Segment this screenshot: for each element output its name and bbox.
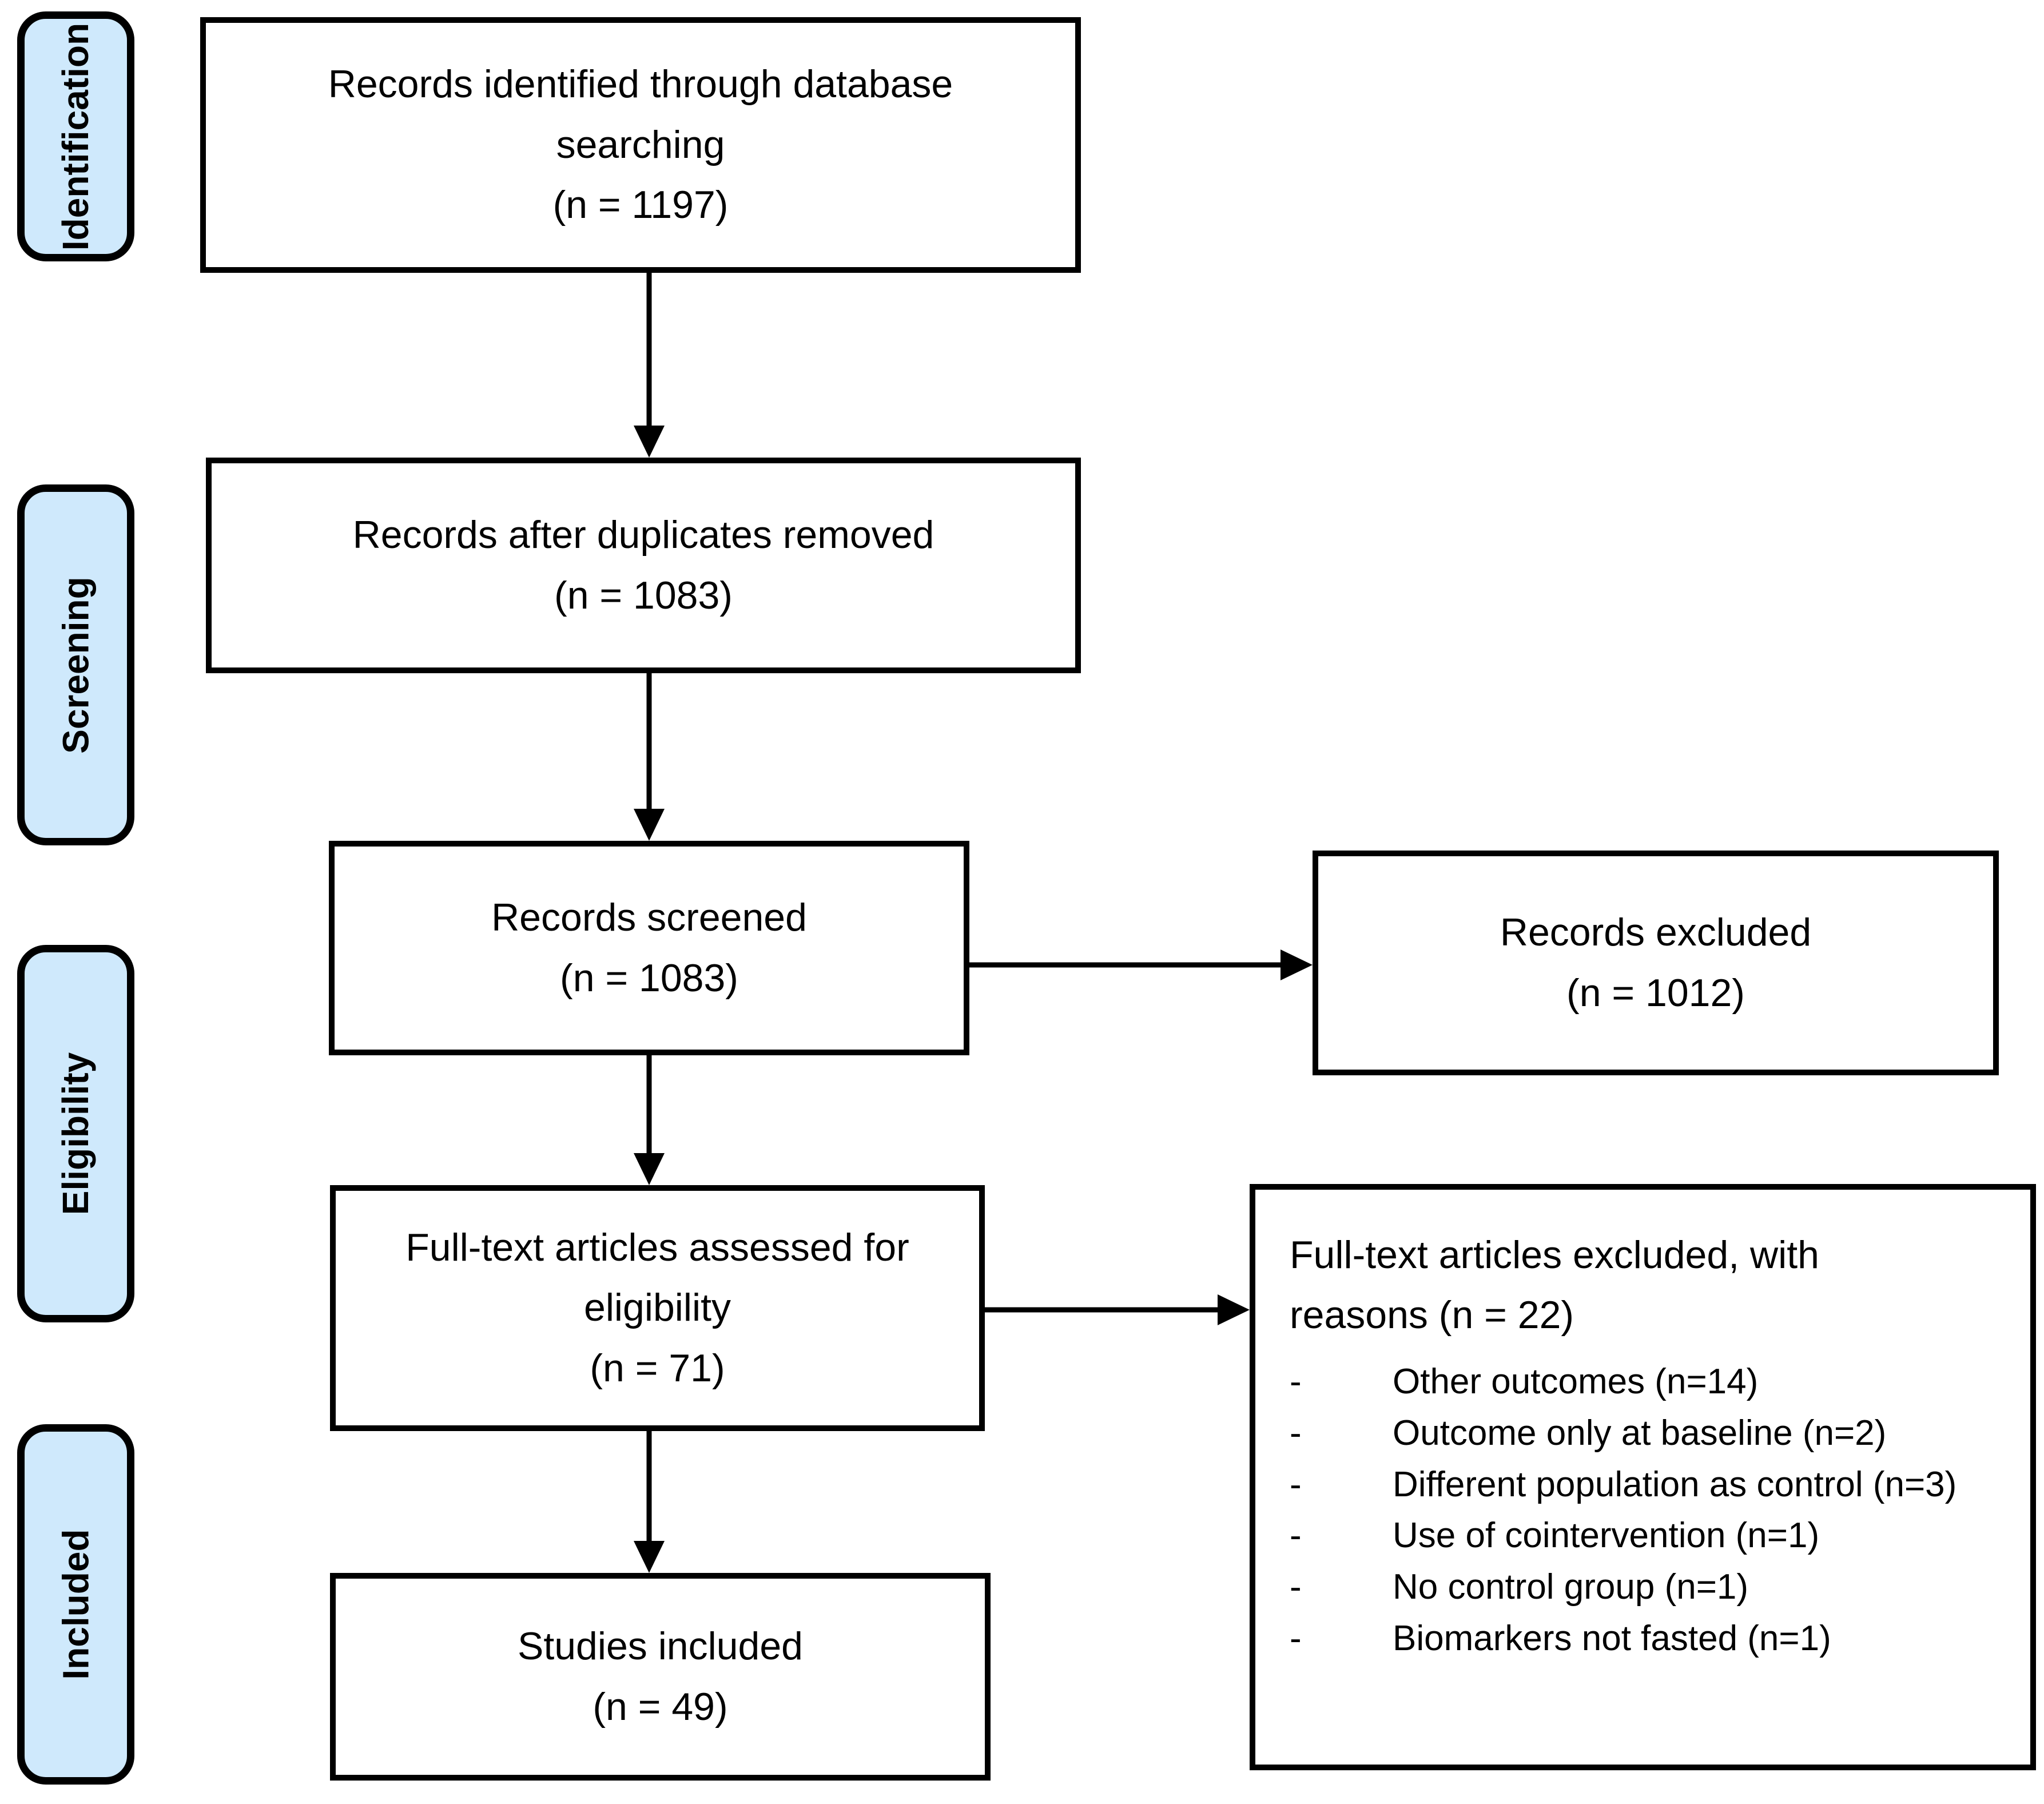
bullet-dash: - [1290,1619,1302,1659]
box-label: Records excluded [1500,911,1812,955]
arrow-right-icon [1281,949,1313,980]
box-label: Studies included [517,1624,803,1668]
arrow-screened-to-excluded [969,949,1313,980]
box-fulltext-excluded: Full-text articles excluded, with reason… [1250,1184,2036,1770]
exclusion-reason-item: - Use of cointervention (n=1) [1290,1510,1999,1561]
exclusion-reason-item: - Biomarkers not fasted (n=1) [1290,1613,1999,1664]
arrow-fulltext-to-excluded [985,1294,1250,1325]
exclusion-reason-item: - No control group (n=1) [1290,1561,1999,1613]
box-count: (n = 1083) [554,573,733,617]
exclusion-reason-item: - Different population as control (n=3) [1290,1459,1999,1511]
arrow-stem [646,1431,652,1543]
box-count: (n = 49) [592,1684,728,1728]
arrow-stem [646,273,652,428]
bullet-dash: - [1290,1413,1302,1453]
arrow-stem [646,1055,652,1155]
exclusion-reason-list: - Other outcomes (n=14) - Outcome only a… [1290,1356,1999,1664]
arrow-identified-to-deduplicated [634,273,665,458]
box-label: Full-text articles assessed for eligibil… [405,1225,909,1330]
reason-text: Biomarkers not fasted (n=1) [1393,1619,1831,1659]
exclusion-reason-item: - Other outcomes (n=14) [1290,1356,1999,1408]
bullet-dash: - [1290,1567,1302,1607]
stage-label: Included [55,1529,97,1680]
box-records-deduplicated: Records after duplicates removed (n = 10… [206,458,1081,673]
box-records-screened: Records screened (n = 1083) [329,841,969,1055]
arrow-down-icon [634,809,665,841]
stage-identification: Identification [17,11,134,261]
stage-screening: Screening [17,484,134,845]
box-records-excluded: Records excluded (n = 1012) [1313,851,1999,1075]
arrow-down-icon [634,1153,665,1185]
box-label: Records identified through database sear… [328,62,953,166]
arrow-stem [969,962,1283,968]
reason-text: Other outcomes (n=14) [1393,1361,1759,1401]
box-count: (n = 1197) [552,183,729,227]
reason-text: Outcome only at baseline (n=2) [1393,1413,1887,1453]
stage-included: Included [17,1424,134,1785]
exclusion-reason-item: - Outcome only at baseline (n=2) [1290,1408,1999,1459]
stage-eligibility: Eligibility [17,945,134,1322]
box-label: Records after duplicates removed [352,513,934,557]
arrow-right-icon [1218,1294,1250,1325]
box-studies-included: Studies included (n = 49) [330,1573,991,1781]
stage-label: Identification [55,22,97,251]
bullet-dash: - [1290,1361,1302,1401]
reason-text: Use of cointervention (n=1) [1393,1516,1820,1556]
bullet-dash: - [1290,1516,1302,1556]
arrow-stem [985,1307,1220,1313]
box-count: (n = 1012) [1566,971,1745,1015]
arrow-screened-to-fulltext [634,1055,665,1185]
box-records-identified: Records identified through database sear… [200,17,1081,273]
arrow-down-icon [634,1541,665,1573]
reason-text: Different population as control (n=3) [1393,1464,1957,1504]
bullet-dash: - [1290,1464,1302,1504]
arrow-fulltext-to-included [634,1431,665,1573]
box-fulltext-assessed: Full-text articles assessed for eligibil… [330,1185,985,1431]
exclusion-heading: Full-text articles excluded, with reason… [1290,1233,1819,1337]
box-count: (n = 1083) [560,956,738,1000]
box-count: (n = 71) [590,1346,725,1390]
stage-label: Screening [55,576,97,754]
box-label: Records screened [491,896,807,940]
reason-text: No control group (n=1) [1393,1567,1749,1607]
arrow-deduplicated-to-screened [634,673,665,841]
arrow-stem [646,673,652,811]
arrow-down-icon [634,426,665,458]
stage-label: Eligibility [55,1052,97,1215]
